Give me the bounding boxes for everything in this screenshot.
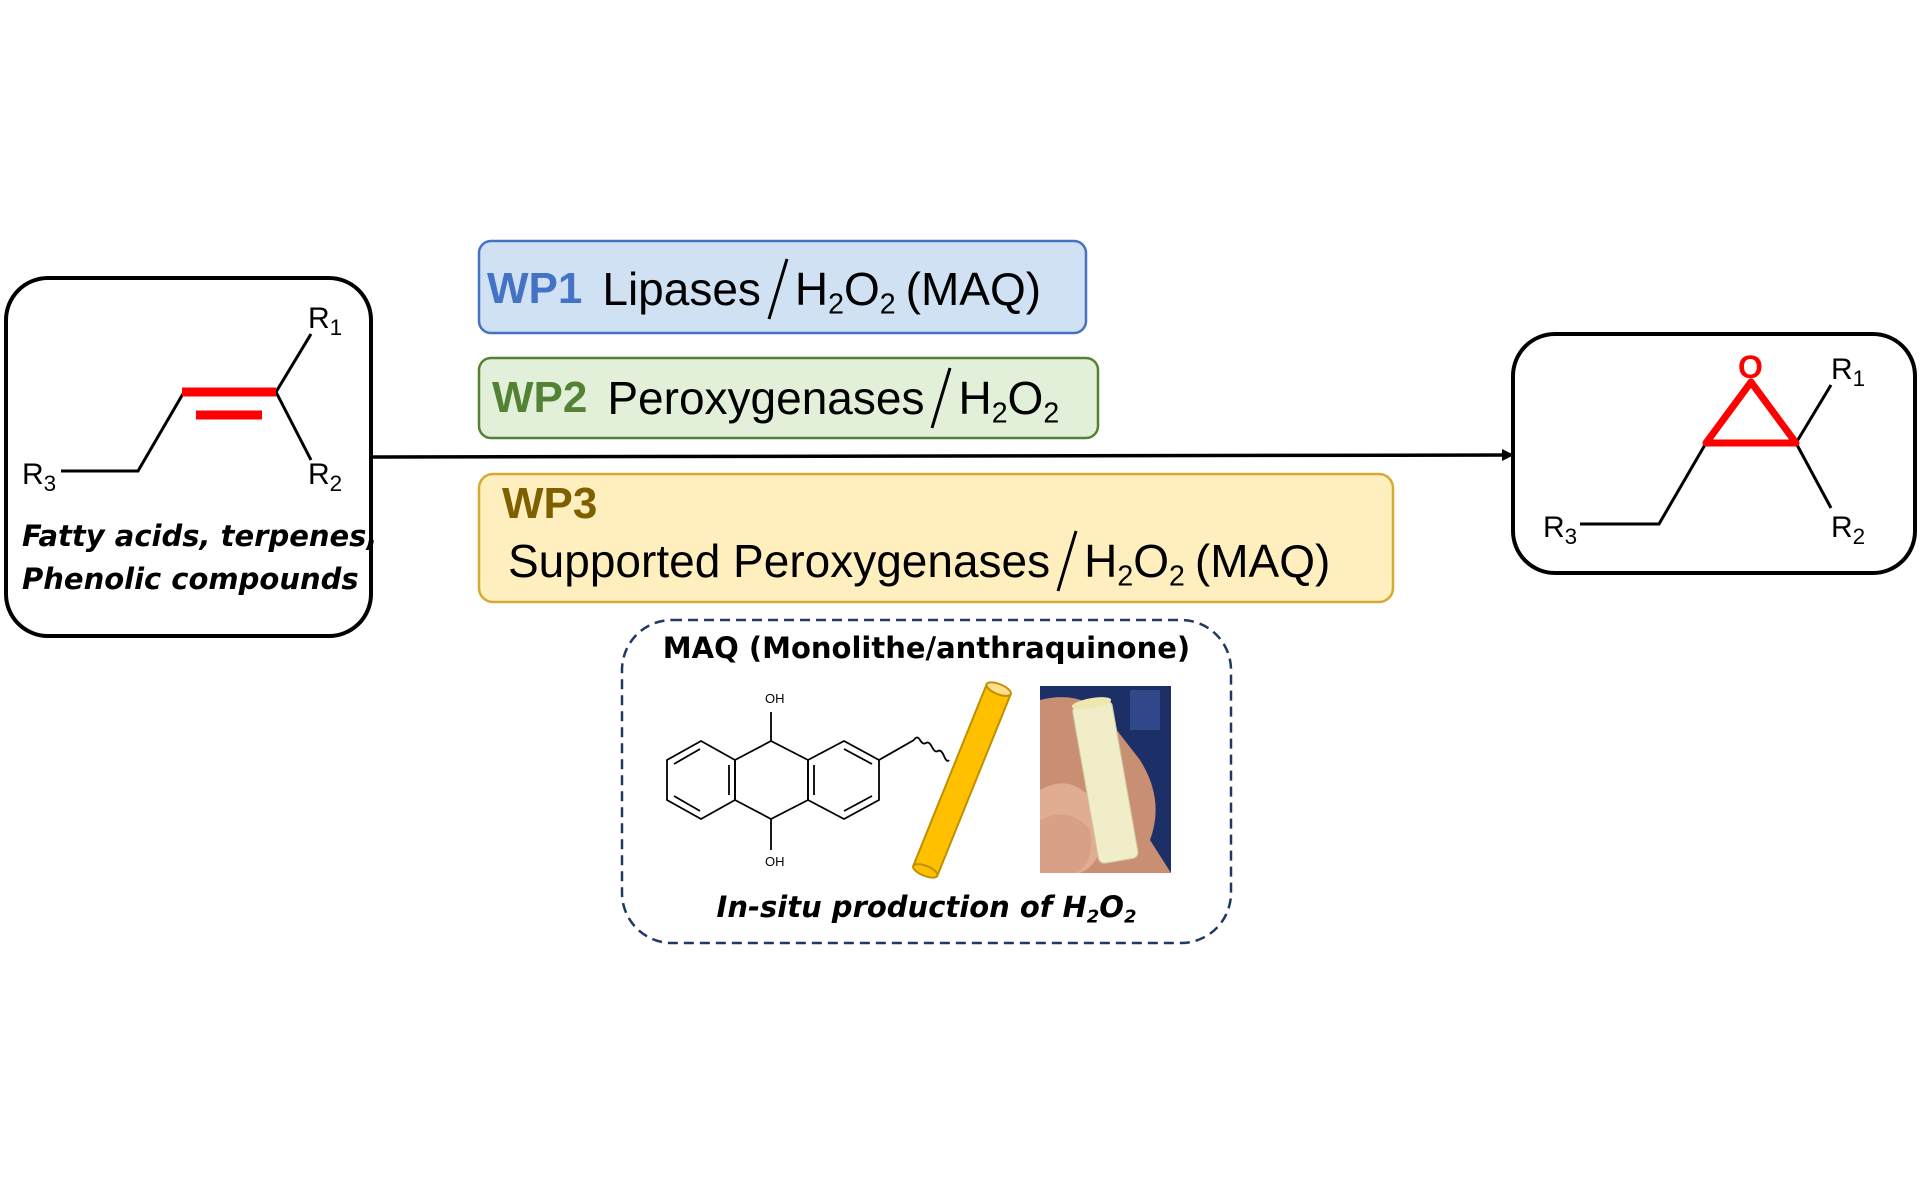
reaction-arrow (370, 449, 1514, 462)
anthraquinone-structure (666, 712, 950, 850)
substrate-class-line1: Fatty acids, terpenes, (22, 519, 378, 553)
epoxide-oxygen-label: O (1738, 349, 1763, 385)
wp1-label: WP1 Lipases H2O2 (MAQ) (487, 258, 1041, 320)
wp1-box (477, 239, 1088, 335)
wp1-tag: WP1 (487, 264, 583, 313)
product-box (1511, 332, 1917, 575)
wp1-enzyme: Lipases (602, 263, 761, 315)
wp3-label: Supported Peroxygenases H2O2 (MAQ) (508, 529, 1330, 593)
wp2-oxidant: H2O2 (958, 372, 1060, 430)
wp3-box (477, 472, 1395, 604)
wp3-tag: WP3 (502, 479, 598, 528)
wp2-label: WP2 Peroxygenases H2O2 (492, 366, 1059, 430)
slash-divider (931, 367, 952, 429)
product-r1-label: R1 (1831, 353, 1866, 391)
product-r3-label: R3 (1543, 511, 1578, 549)
wp3-enzyme: Supported Peroxygenases (508, 535, 1051, 587)
epoxide-structure (1580, 378, 1833, 526)
wp2-tag: WP2 (492, 373, 588, 422)
slash-divider (1056, 530, 1078, 592)
alkene-structure (61, 333, 313, 473)
substrate-r2-label: R2 (308, 458, 343, 496)
substrate-r3-label: R3 (22, 458, 57, 496)
product-r2-label: R2 (1831, 511, 1866, 549)
wp2-enzyme: Peroxygenases (607, 372, 925, 424)
oh-bottom-label: OH (765, 854, 785, 869)
oh-top-label: OH (765, 691, 785, 706)
wp3-suffix: (MAQ) (1194, 535, 1331, 587)
wp1-suffix: (MAQ) (905, 263, 1042, 315)
wp3-oxidant: H2O2 (1084, 535, 1185, 593)
epoxide-ring (1702, 378, 1800, 447)
maq-title: MAQ (Monolithe/anthraquinone) (662, 631, 1191, 665)
monolith-rod-icon (911, 681, 1013, 879)
substrate-r1-label: R1 (308, 302, 343, 340)
monolith-photo (1040, 686, 1171, 873)
wp1-oxidant: H2O2 (794, 263, 896, 321)
wp2-box (477, 356, 1100, 440)
slash-divider (767, 258, 789, 320)
maq-caption: In-situ production of H2O2 (716, 890, 1137, 928)
substrate-class-line2: Phenolic compounds (22, 562, 359, 596)
